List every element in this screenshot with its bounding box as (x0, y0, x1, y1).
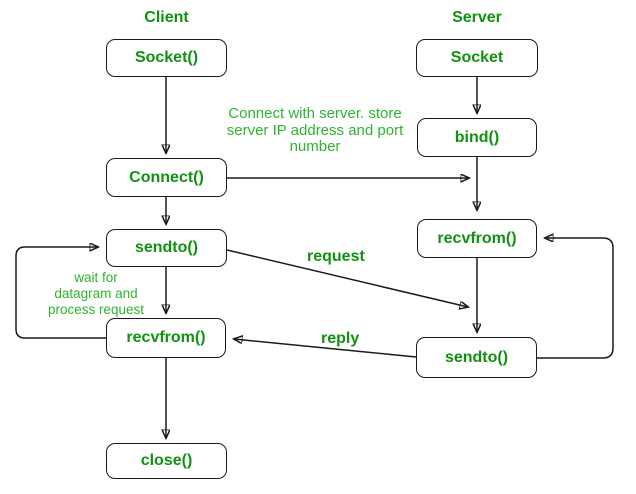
arrow-server-loop (537, 238, 614, 359)
client-recvfrom-box: recvfrom() (106, 318, 226, 358)
server-socket-box: Socket (416, 39, 538, 77)
wait-note: wait for datagram and process request (36, 270, 156, 318)
client-connect-box: Connect() (106, 158, 227, 197)
connect-note-line: number (289, 138, 341, 155)
reply-edge-label: reply (321, 330, 360, 347)
server-recvfrom-box: recvfrom() (417, 219, 537, 258)
arrow-reply (234, 339, 417, 358)
wait-note-line: process request (47, 302, 145, 317)
arrow-request (226, 249, 468, 307)
client-column-title: Client (144, 9, 189, 26)
client-sendto-box: sendto() (106, 229, 227, 267)
server-column-title: Server (452, 9, 502, 26)
wait-note-line: datagram and (54, 286, 138, 301)
arrow-client-loop (15, 247, 106, 339)
request-edge-label: request (307, 248, 365, 265)
client-socket-box: Socket() (106, 39, 227, 77)
client-close-box: close() (106, 443, 227, 479)
wait-note-line: wait for (74, 270, 118, 285)
connect-note-line: server IP address and port (226, 121, 404, 139)
server-sendto-box: sendto() (416, 337, 537, 378)
connect-note-line: Connect with server. store (228, 105, 402, 122)
server-bind-box: bind() (417, 118, 537, 157)
connect-note: Connect with server. store server IP add… (208, 105, 422, 156)
